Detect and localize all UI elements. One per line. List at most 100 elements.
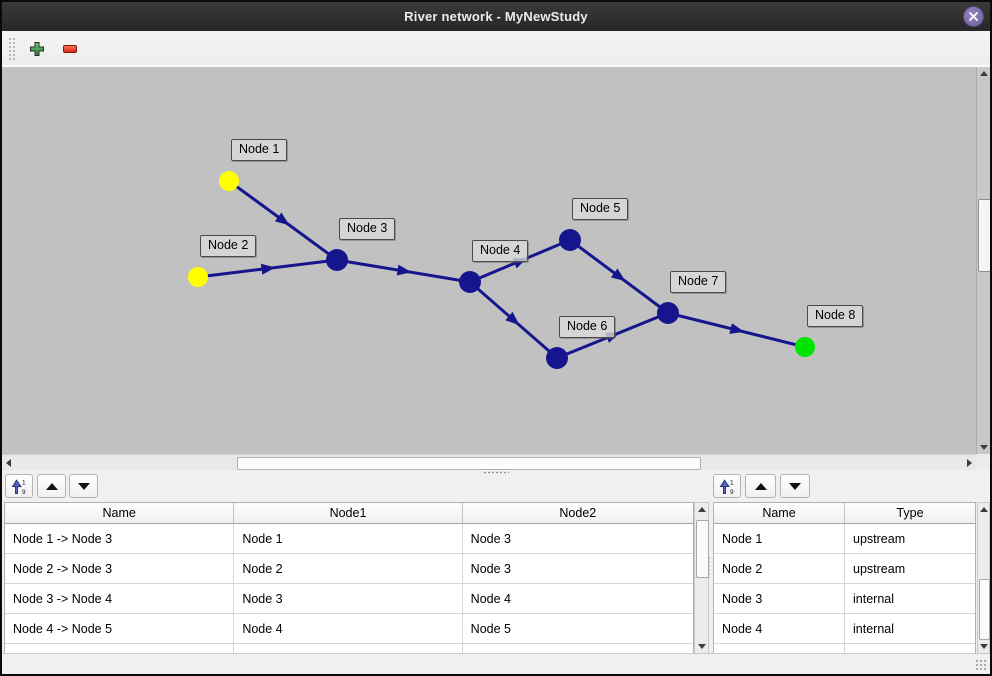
table-cell: Node 5: [462, 614, 693, 644]
node-label[interactable]: Node 6: [559, 316, 616, 338]
node-table-move-down-button[interactable]: [780, 474, 810, 498]
remove-button[interactable]: [57, 36, 83, 62]
table-cell: Node 1: [714, 524, 845, 554]
edge-table-row[interactable]: [5, 644, 693, 654]
node-label[interactable]: Node 4: [472, 240, 529, 262]
titlebar[interactable]: River network - MyNewStudy: [2, 2, 990, 31]
edge-table-sort-button[interactable]: 1 9: [5, 474, 33, 498]
edge-arrow-icon: [260, 263, 276, 275]
edge-arrow-icon: [729, 323, 745, 334]
column-header-node1[interactable]: Node1: [234, 503, 463, 523]
network-node[interactable]: [795, 337, 815, 357]
resize-grip-icon[interactable]: [974, 658, 987, 671]
column-header-name[interactable]: Name: [5, 503, 235, 523]
sort-ascending-icon: 1 9: [719, 478, 734, 495]
network-node[interactable]: [459, 271, 481, 293]
svg-text:1: 1: [22, 479, 26, 486]
node-table-sort-button[interactable]: 1 9: [713, 474, 741, 498]
network-node[interactable]: [219, 171, 239, 191]
triangle-down-icon: [789, 482, 801, 490]
add-button[interactable]: [24, 36, 50, 62]
table-cell: Node 1: [234, 524, 463, 554]
edge-arrow-icon: [505, 311, 520, 326]
plus-icon: [30, 42, 44, 56]
scroll-up-icon[interactable]: [980, 71, 988, 76]
node-table-scroll-thumb[interactable]: [979, 579, 990, 640]
table-cell: Node 1 -> Node 3: [5, 524, 235, 554]
edge-table-scroll-thumb[interactable]: [696, 520, 709, 578]
scroll-right-icon[interactable]: [967, 459, 972, 467]
table-cell: Node 3: [714, 584, 845, 614]
scroll-down-icon[interactable]: [980, 445, 988, 450]
node-table-move-up-button[interactable]: [745, 474, 776, 498]
table-cell: Node 3: [462, 554, 693, 584]
table-cell: internal: [845, 614, 975, 644]
column-header-type[interactable]: Type: [896, 506, 924, 520]
node-label[interactable]: Node 8: [807, 305, 864, 327]
node-label[interactable]: Node 7: [670, 271, 727, 293]
scroll-down-icon[interactable]: [698, 644, 706, 649]
scroll-up-icon[interactable]: [980, 507, 988, 512]
node-label[interactable]: Node 5: [572, 198, 629, 220]
minus-icon: [63, 45, 77, 53]
toolbar-drag-handle[interactable]: [8, 37, 15, 61]
edge-arrow-icon: [610, 268, 626, 282]
canvas-horizontal-scrollbar[interactable]: [2, 454, 976, 470]
column-header-node2[interactable]: Node2: [559, 506, 597, 520]
table-cell: [5, 644, 235, 654]
sort-ascending-icon: 1 9: [11, 478, 26, 495]
node-label[interactable]: Node 1: [231, 139, 288, 161]
canvas-vscroll-thumb[interactable]: [978, 199, 990, 272]
table-cell: Node 2 -> Node 3: [5, 554, 235, 584]
scroll-down-icon[interactable]: [980, 644, 988, 649]
edge-table-move-up-button[interactable]: [37, 474, 66, 498]
scroll-left-icon[interactable]: [6, 459, 11, 467]
table-cell: Node 4: [234, 614, 463, 644]
table-cell: Node 4 -> Node 5: [5, 614, 235, 644]
table-cell: internal: [845, 584, 975, 614]
node-label[interactable]: Node 2: [200, 235, 257, 257]
network-node[interactable]: [188, 267, 208, 287]
svg-text:9: 9: [730, 489, 734, 495]
node-label[interactable]: Node 3: [339, 218, 396, 240]
table-cell: Node 2: [714, 554, 845, 584]
svg-text:1: 1: [730, 479, 734, 486]
toolbar: [2, 31, 990, 68]
close-icon: [969, 12, 978, 21]
table-cell: Node 3: [462, 524, 693, 554]
network-node[interactable]: [657, 302, 679, 324]
network-node[interactable]: [326, 249, 348, 271]
canvas-vertical-scrollbar[interactable]: [976, 67, 990, 454]
close-button[interactable]: [963, 6, 984, 27]
table-cell: Node 2: [234, 554, 463, 584]
table-cell: upstream: [845, 554, 975, 584]
scroll-up-icon[interactable]: [698, 507, 706, 512]
network-canvas[interactable]: Node 1 Node 2 Node 3 Node 4 Node 5 Node 6 Node…: [2, 67, 976, 454]
svg-text:9: 9: [22, 489, 26, 495]
table-cell: upstream: [845, 524, 975, 554]
network-node[interactable]: [559, 229, 581, 251]
node-table-row[interactable]: [714, 644, 975, 654]
scrollbar-corner: [976, 454, 990, 470]
triangle-up-icon: [45, 482, 58, 490]
node-table-scrollbar[interactable]: [977, 502, 990, 654]
edge-table-scrollbar[interactable]: [694, 502, 709, 654]
canvas-hscroll-thumb[interactable]: [237, 457, 701, 470]
horizontal-splitter-handle[interactable]: [483, 471, 509, 474]
network-node[interactable]: [546, 347, 568, 369]
column-header-name[interactable]: Name: [714, 503, 845, 523]
triangle-up-icon: [754, 482, 767, 490]
edge-table-move-down-button[interactable]: [69, 474, 98, 498]
triangle-down-icon: [77, 482, 90, 490]
